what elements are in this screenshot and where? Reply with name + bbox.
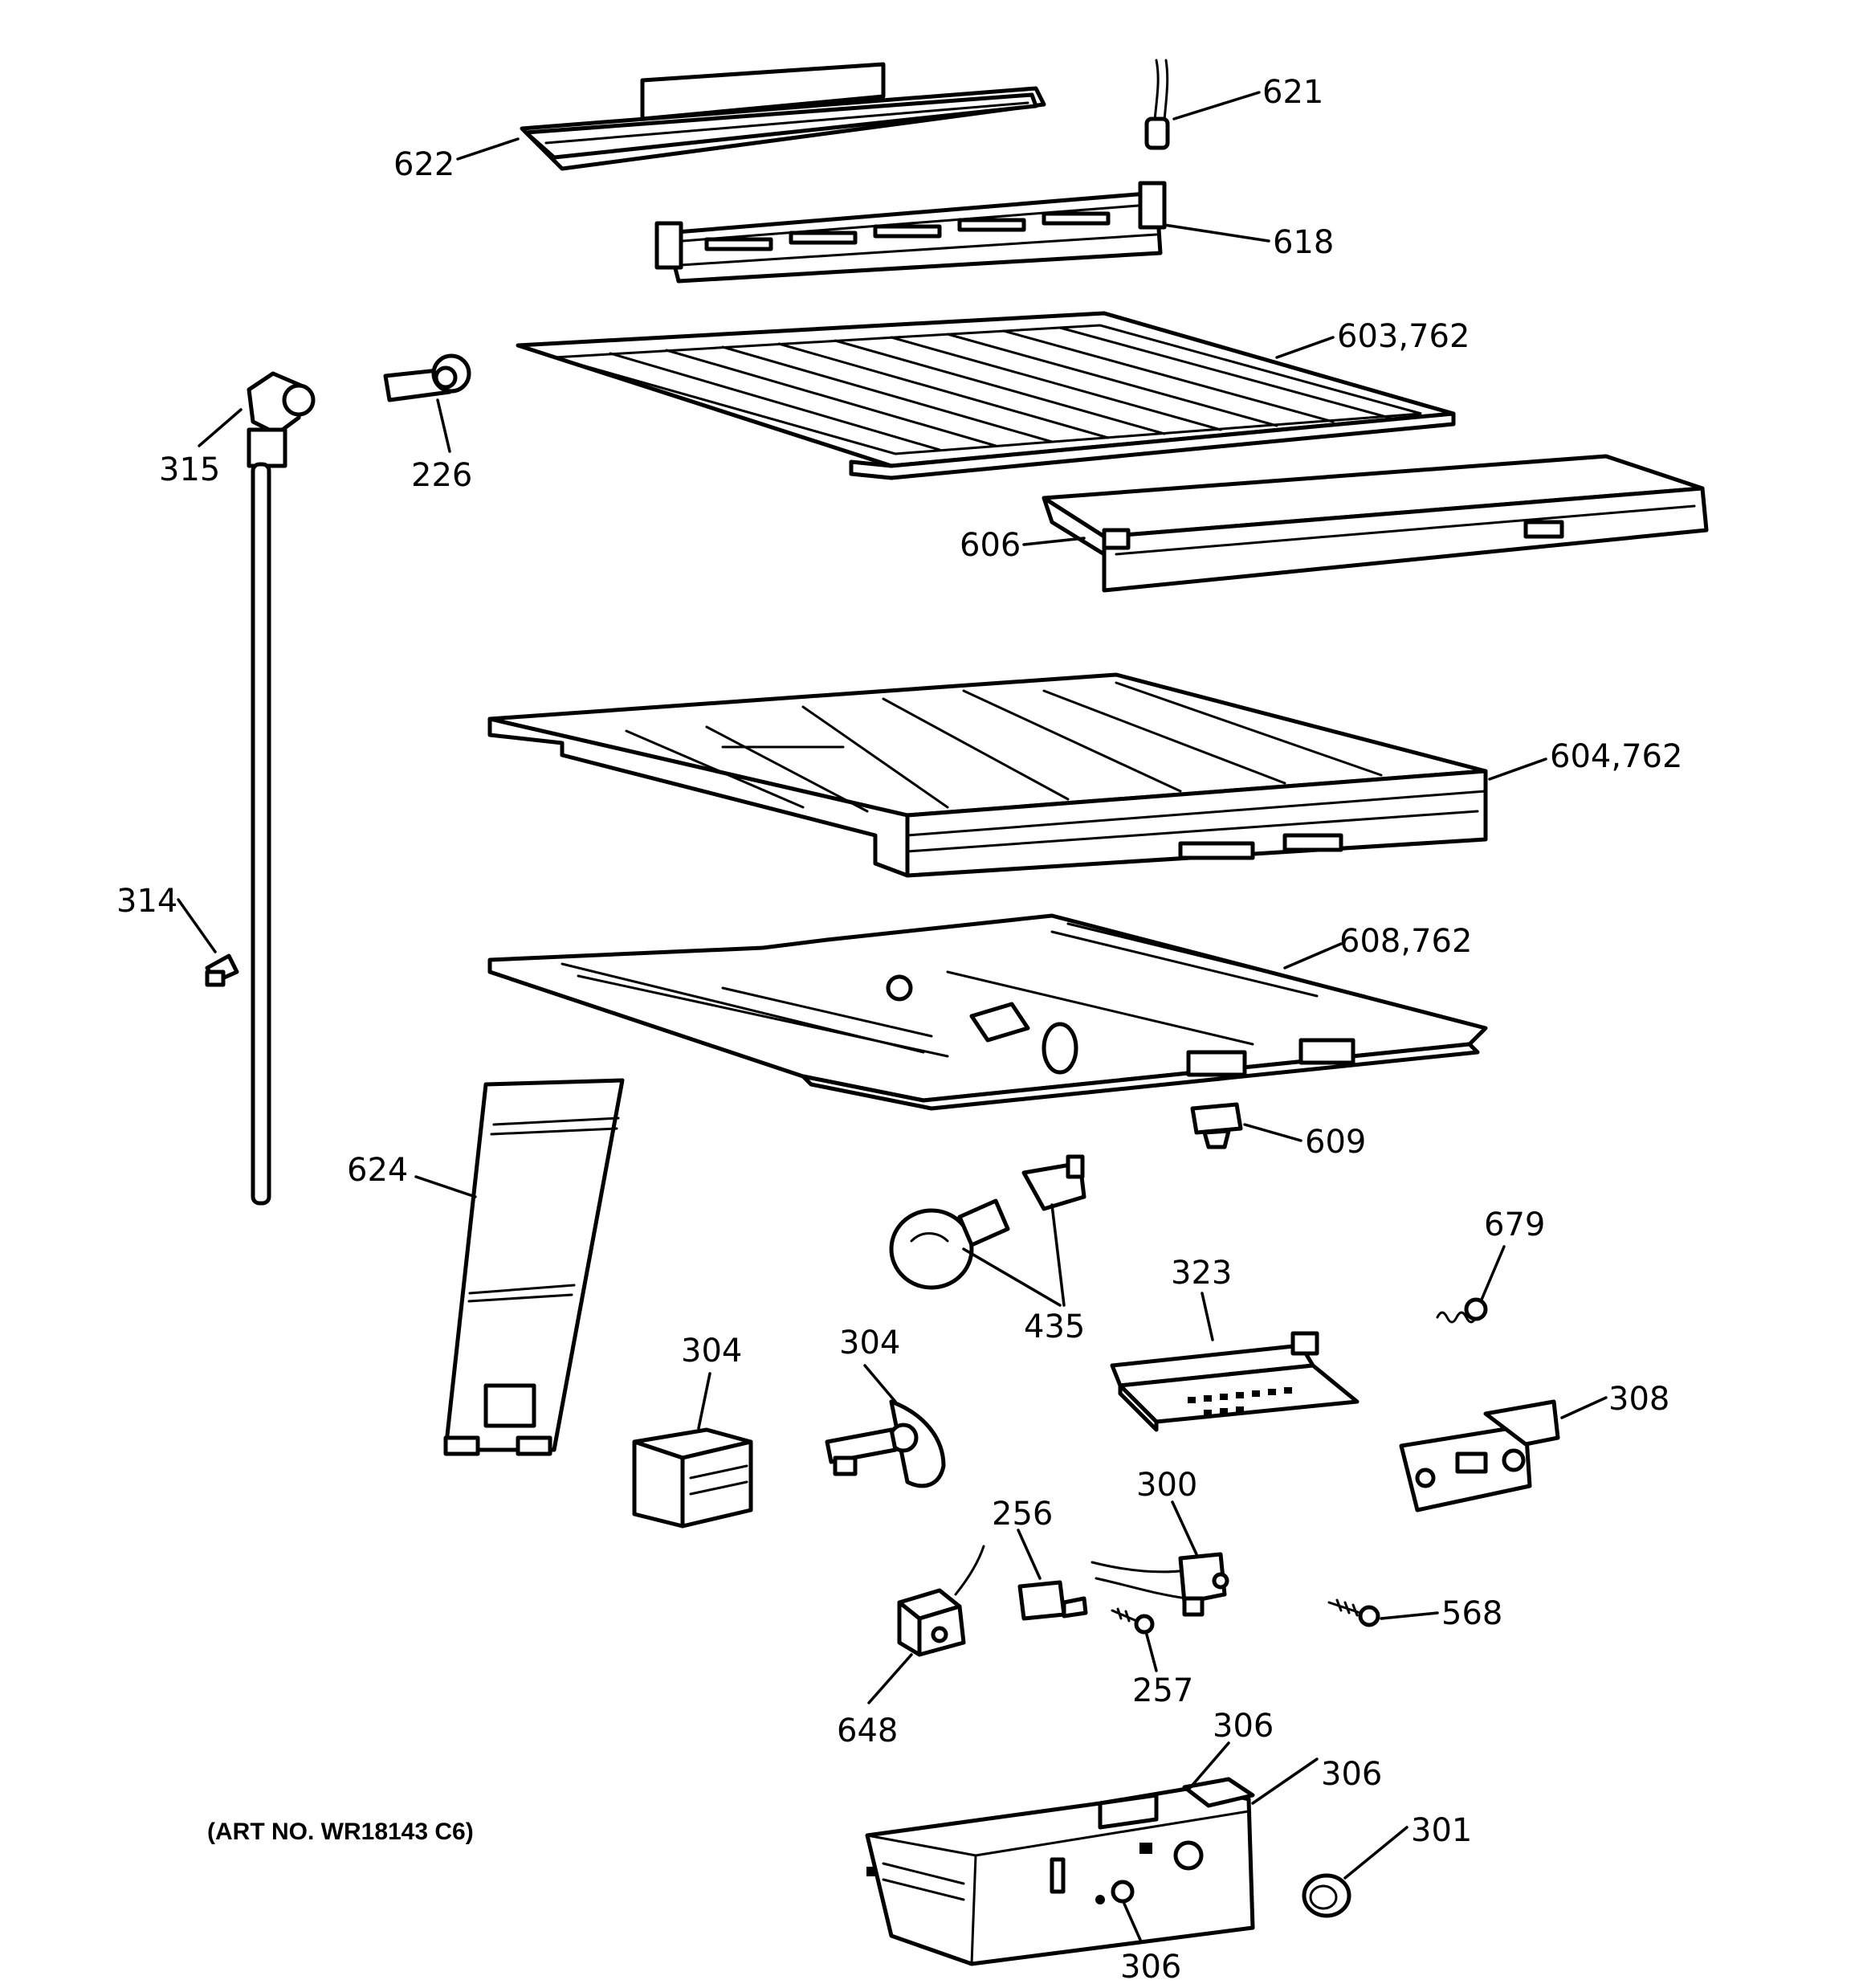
callout-621: 621 [1262,74,1323,111]
part-608-bottom-shelf[interactable] [487,913,1488,1111]
part-435-socket[interactable] [1021,1154,1086,1211]
part-621-sensor[interactable] [1144,59,1170,150]
callout-568: 568 [1441,1595,1502,1632]
part-323-control-box[interactable] [1110,1331,1360,1432]
part-304-dial[interactable] [825,1399,946,1488]
part-618-rail[interactable] [654,181,1167,284]
part-606-tray[interactable] [1042,454,1709,593]
part-604-shelf-frame[interactable] [487,672,1488,878]
callout-226: 226 [411,457,472,494]
callout-304-dial: 304 [839,1325,900,1361]
part-301-knob[interactable] [1302,1873,1351,1918]
callout-435: 435 [1024,1308,1085,1345]
part-315-knob[interactable] [247,371,316,468]
vent-dots [1188,1387,1292,1416]
part-304-block[interactable] [632,1427,753,1529]
part-rod[interactable] [251,462,271,1206]
part-648-relay[interactable] [897,1545,985,1657]
callout-306-top: 306 [1213,1708,1274,1745]
part-257-screw[interactable] [1111,1607,1155,1635]
part-624-panel[interactable] [443,1078,625,1456]
part-609-bracket[interactable] [1190,1102,1243,1149]
leader-lines [177,91,1608,1941]
callout-314: 314 [116,883,177,920]
callout-648: 648 [837,1712,898,1749]
part-256-switch[interactable] [1017,1580,1088,1621]
part-622-shelf-cover[interactable] [520,62,1046,171]
part-226-capacitor[interactable] [383,353,471,402]
part-300-thermostat[interactable] [1090,1552,1229,1617]
part-306-housing[interactable] [865,1777,1255,1966]
callout-308: 308 [1608,1381,1669,1418]
callout-606: 606 [960,527,1021,564]
callout-304-block: 304 [681,1333,742,1370]
callout-608-762: 608,762 [1339,923,1472,960]
callout-315: 315 [159,451,220,488]
part-435-bulb[interactable] [889,1198,1010,1290]
shelf-ribs [609,326,1391,451]
callout-603-762: 603,762 [1337,318,1470,355]
callout-300: 300 [1136,1467,1197,1504]
callout-257: 257 [1132,1672,1193,1709]
callout-609: 609 [1305,1124,1366,1161]
callout-306-bottom: 306 [1120,1949,1181,1986]
callout-679: 679 [1484,1206,1545,1243]
part-679-spring[interactable] [1436,1297,1488,1324]
callout-256: 256 [992,1496,1053,1533]
part-568-screw[interactable] [1327,1598,1380,1627]
callout-618: 618 [1273,224,1334,261]
part-308-bracket[interactable] [1399,1399,1560,1512]
callout-306-right: 306 [1321,1756,1382,1793]
callout-604-762: 604,762 [1550,738,1682,775]
callout-301: 301 [1411,1812,1472,1849]
part-314-clip[interactable] [205,953,239,987]
callout-323: 323 [1171,1255,1232,1292]
art-number: (ART NO. WR18143 C6) [207,1819,474,1845]
part-603-ribbed-shelf[interactable] [516,311,1456,480]
callout-labels: 621 622 618 603,762 315 226 606 604,762 … [116,74,1682,1986]
callout-624: 624 [347,1152,408,1189]
callout-622: 622 [393,146,455,183]
